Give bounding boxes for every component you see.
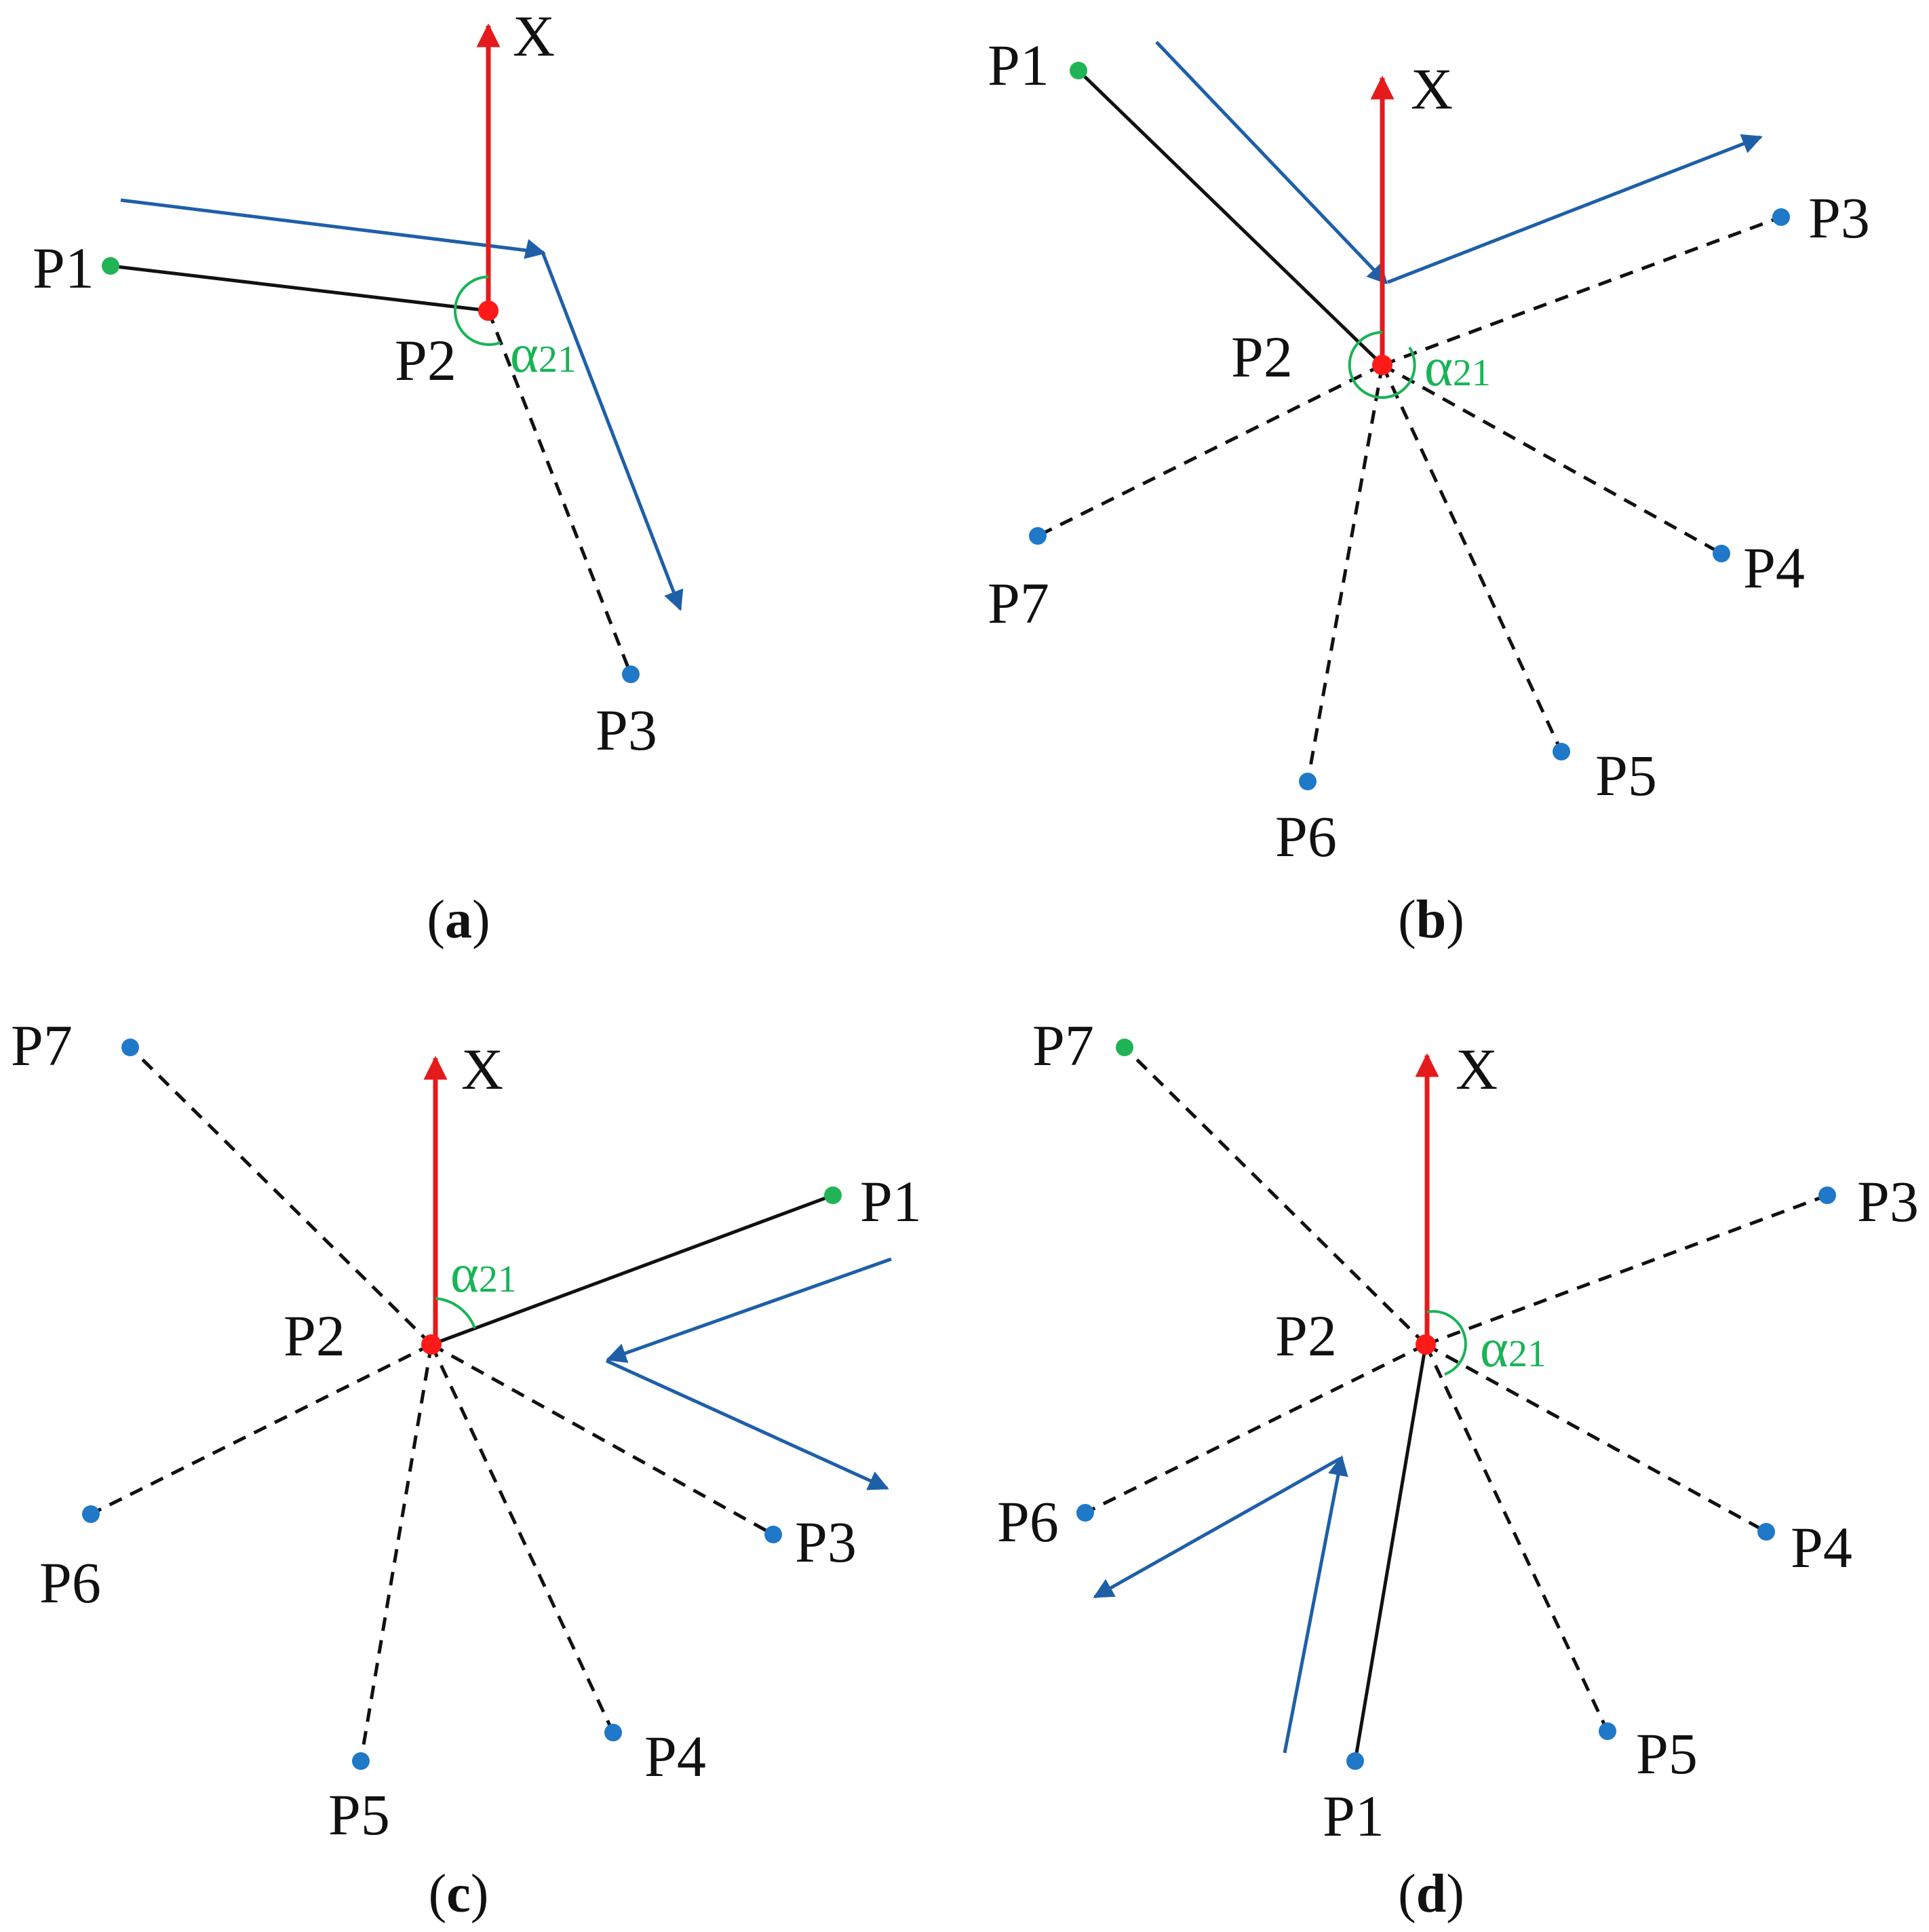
- panel-a-point-p1: [102, 257, 119, 275]
- panel-a-edge-p2-p3: [486, 310, 633, 675]
- panel-d-edge-p1-p2: [1353, 1344, 1428, 1762]
- panel-d-point-p5: [1599, 1722, 1616, 1740]
- panel-a-edge-p1-p2: [110, 264, 489, 313]
- panel-c-caption: (c): [429, 1864, 489, 1924]
- panel-a-flow-arrow-head-mid: [524, 239, 546, 259]
- panel-c-angle-label: α21: [450, 1244, 517, 1304]
- panel-c-edge-p2-p7: [129, 1046, 433, 1346]
- panel-b-edge-p2-p5: [1380, 364, 1563, 753]
- panel-d-caption: (d): [1398, 1864, 1464, 1924]
- panel-c-point-p2: [421, 1334, 442, 1355]
- panel-c-flow-arrow-in: [606, 1257, 892, 1364]
- panel-c-edge-p2-p6: [90, 1342, 433, 1516]
- panel-b-flow-arrow-out: [1387, 134, 1763, 284]
- panel-b-flow-arrow-in: [1155, 41, 1388, 285]
- panel-a-label-p2: P2: [395, 328, 456, 393]
- panel-d-angle-arc: [1426, 1310, 1467, 1376]
- panel-d-label-p3: P3: [1857, 1169, 1919, 1234]
- panel-d-edge-p2-p4: [1424, 1342, 1768, 1534]
- panel-d-label-p6: P6: [997, 1489, 1059, 1554]
- panel-c-edge-p2-p3: [430, 1342, 775, 1537]
- panel-d-flow-arrow-in: [1283, 1455, 1348, 1754]
- panel-c-edge-p2-p5: [359, 1344, 433, 1762]
- panel-a-caption: (a): [427, 890, 490, 950]
- panel-c-label-p7: P7: [11, 1013, 73, 1078]
- panel-c-point-p5: [352, 1752, 370, 1770]
- panel-b-point-p6: [1299, 773, 1317, 790]
- panel-c-label-p6: P6: [39, 1550, 101, 1615]
- panel-d-point-p4: [1757, 1523, 1775, 1541]
- panel-b-label-p2: P2: [1231, 324, 1293, 389]
- panel-d-point-p7: [1116, 1039, 1133, 1056]
- panel-a-point-p3: [622, 665, 640, 683]
- panel-a-label-p3: P3: [596, 697, 657, 762]
- panel-d-edge-p2-p3: [1425, 1193, 1828, 1347]
- panel-d-edge-p2-p7: [1123, 1046, 1427, 1346]
- panel-b-label-p3: P3: [1808, 185, 1870, 250]
- panel-d-label-p4: P4: [1791, 1515, 1852, 1580]
- panel-b-point-p5: [1553, 743, 1570, 760]
- panel-c-label-p3: P3: [795, 1509, 857, 1574]
- panel-b-edge-p2-p4: [1381, 363, 1723, 556]
- panel-b-caption: (b): [1398, 890, 1464, 950]
- panel-d: X P1 P2 P3 P4 P5 P6 P7 α21 (d): [997, 1013, 1919, 1924]
- panel-c-point-p4: [604, 1724, 622, 1741]
- panel-d-point-p3: [1818, 1186, 1836, 1204]
- panel-a-point-p2: [478, 301, 499, 321]
- panel-b-label-p6: P6: [1275, 804, 1337, 869]
- panel-c-point-p6: [82, 1505, 100, 1523]
- panel-b-point-p7: [1029, 527, 1047, 545]
- panel-d-edge-p2-p5: [1424, 1343, 1610, 1733]
- panel-b-edge-p2-p7: [1036, 363, 1384, 538]
- panel-d-edge-p2-p6: [1084, 1342, 1427, 1515]
- panel-d-label-p5: P5: [1636, 1721, 1698, 1786]
- panel-b-axis-label: X: [1411, 56, 1453, 121]
- panel-c-edge-p1-p2: [431, 1193, 834, 1347]
- panel-a-axis-label: X: [513, 3, 555, 69]
- panel-a-label-p1: P1: [33, 235, 94, 301]
- panel-d-angle-label: α21: [1480, 1319, 1546, 1378]
- panel-c-angle-arc: [435, 1297, 476, 1329]
- panel-b-point-p1: [1070, 62, 1087, 79]
- panel-b-point-p4: [1713, 545, 1730, 562]
- panel-c-edge-p2-p4: [429, 1343, 615, 1734]
- panel-c-label-p1: P1: [860, 1169, 922, 1234]
- panel-b-angle-label: α21: [1424, 338, 1491, 398]
- panel-d-label-p7: P7: [1032, 1013, 1094, 1078]
- panel-a-flow-arrow: [120, 198, 684, 611]
- panel-b-label-p5: P5: [1595, 743, 1657, 808]
- panel-b-label-p4: P4: [1743, 535, 1805, 600]
- panel-c: X P1 P2 P3 P4 P5 P6 P7 α21 (c): [11, 1013, 922, 1924]
- panel-a-angle-label: α21: [510, 324, 577, 384]
- panel-c-label-p5: P5: [328, 1782, 390, 1847]
- panel-b-edge-p2-p6: [1306, 364, 1384, 782]
- panel-d-label-p1: P1: [1323, 1783, 1384, 1849]
- panel-d-axis-label: X: [1456, 1037, 1498, 1102]
- panel-d-point-p1: [1346, 1752, 1364, 1770]
- panel-d-point-p6: [1076, 1504, 1094, 1522]
- panel-b-angle-arc: [1348, 330, 1416, 399]
- panel-a: X P1 P2 P3 α21 (a): [33, 3, 684, 950]
- panel-b-edge-p1-p2: [1077, 69, 1384, 366]
- panel-d-flow-arrow-out: [1093, 1456, 1342, 1599]
- panel-b: X P1 P2 P3 P4 P5 P6 P7 α21 (b): [988, 33, 1870, 950]
- panel-c-label-p2: P2: [284, 1303, 345, 1368]
- panel-b-edge-p2-p3: [1382, 215, 1782, 367]
- panel-d-label-p2: P2: [1275, 1303, 1337, 1368]
- panel-b-point-p2: [1372, 355, 1392, 375]
- panel-c-flow-arrow-out: [605, 1359, 889, 1490]
- panel-c-label-p4: P4: [644, 1724, 706, 1789]
- panel-c-point-p1: [824, 1186, 842, 1204]
- panel-b-label-p7: P7: [988, 571, 1049, 636]
- panel-c-point-p7: [121, 1039, 139, 1056]
- panel-a-angle-arc: [454, 275, 501, 346]
- panel-c-axis-label: X: [461, 1037, 503, 1102]
- panel-d-point-p2: [1416, 1334, 1436, 1355]
- panel-b-point-p3: [1772, 208, 1790, 226]
- panel-b-label-p1: P1: [988, 33, 1049, 98]
- panel-c-point-p3: [764, 1526, 782, 1543]
